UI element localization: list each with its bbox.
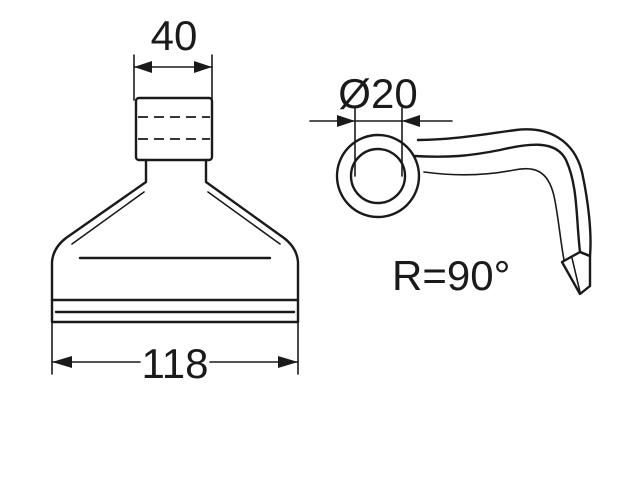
curved-arm-inner-edge — [423, 167, 565, 261]
arrowhead-118-right — [278, 356, 298, 368]
dimension-label-118: 118 — [142, 340, 209, 387]
arrowhead-40-left — [134, 61, 152, 73]
hub-inner-circle — [349, 147, 407, 205]
blade-tip — [560, 250, 592, 296]
hub-outer-circle — [335, 133, 421, 219]
side-view: Ø20 R=90° — [309, 70, 592, 299]
front-view: 40 118 — [50, 12, 300, 387]
curved-arm-outline — [412, 128, 592, 258]
arrowhead-bore-right — [402, 115, 420, 127]
dimension-label-40: 40 — [151, 12, 198, 59]
dimension-label-bore: Ø20 — [338, 70, 417, 117]
blade-outline — [50, 158, 300, 324]
blade-bevel-left — [71, 191, 145, 245]
blade-tip-edge — [571, 257, 581, 293]
hub-collar — [134, 96, 214, 162]
arrowhead-118-left — [52, 356, 72, 368]
radius-label: R=90° — [392, 252, 510, 299]
arrowhead-40-right — [194, 61, 212, 73]
arrowhead-bore-left — [337, 115, 355, 127]
blade-bevel-right — [207, 191, 281, 245]
